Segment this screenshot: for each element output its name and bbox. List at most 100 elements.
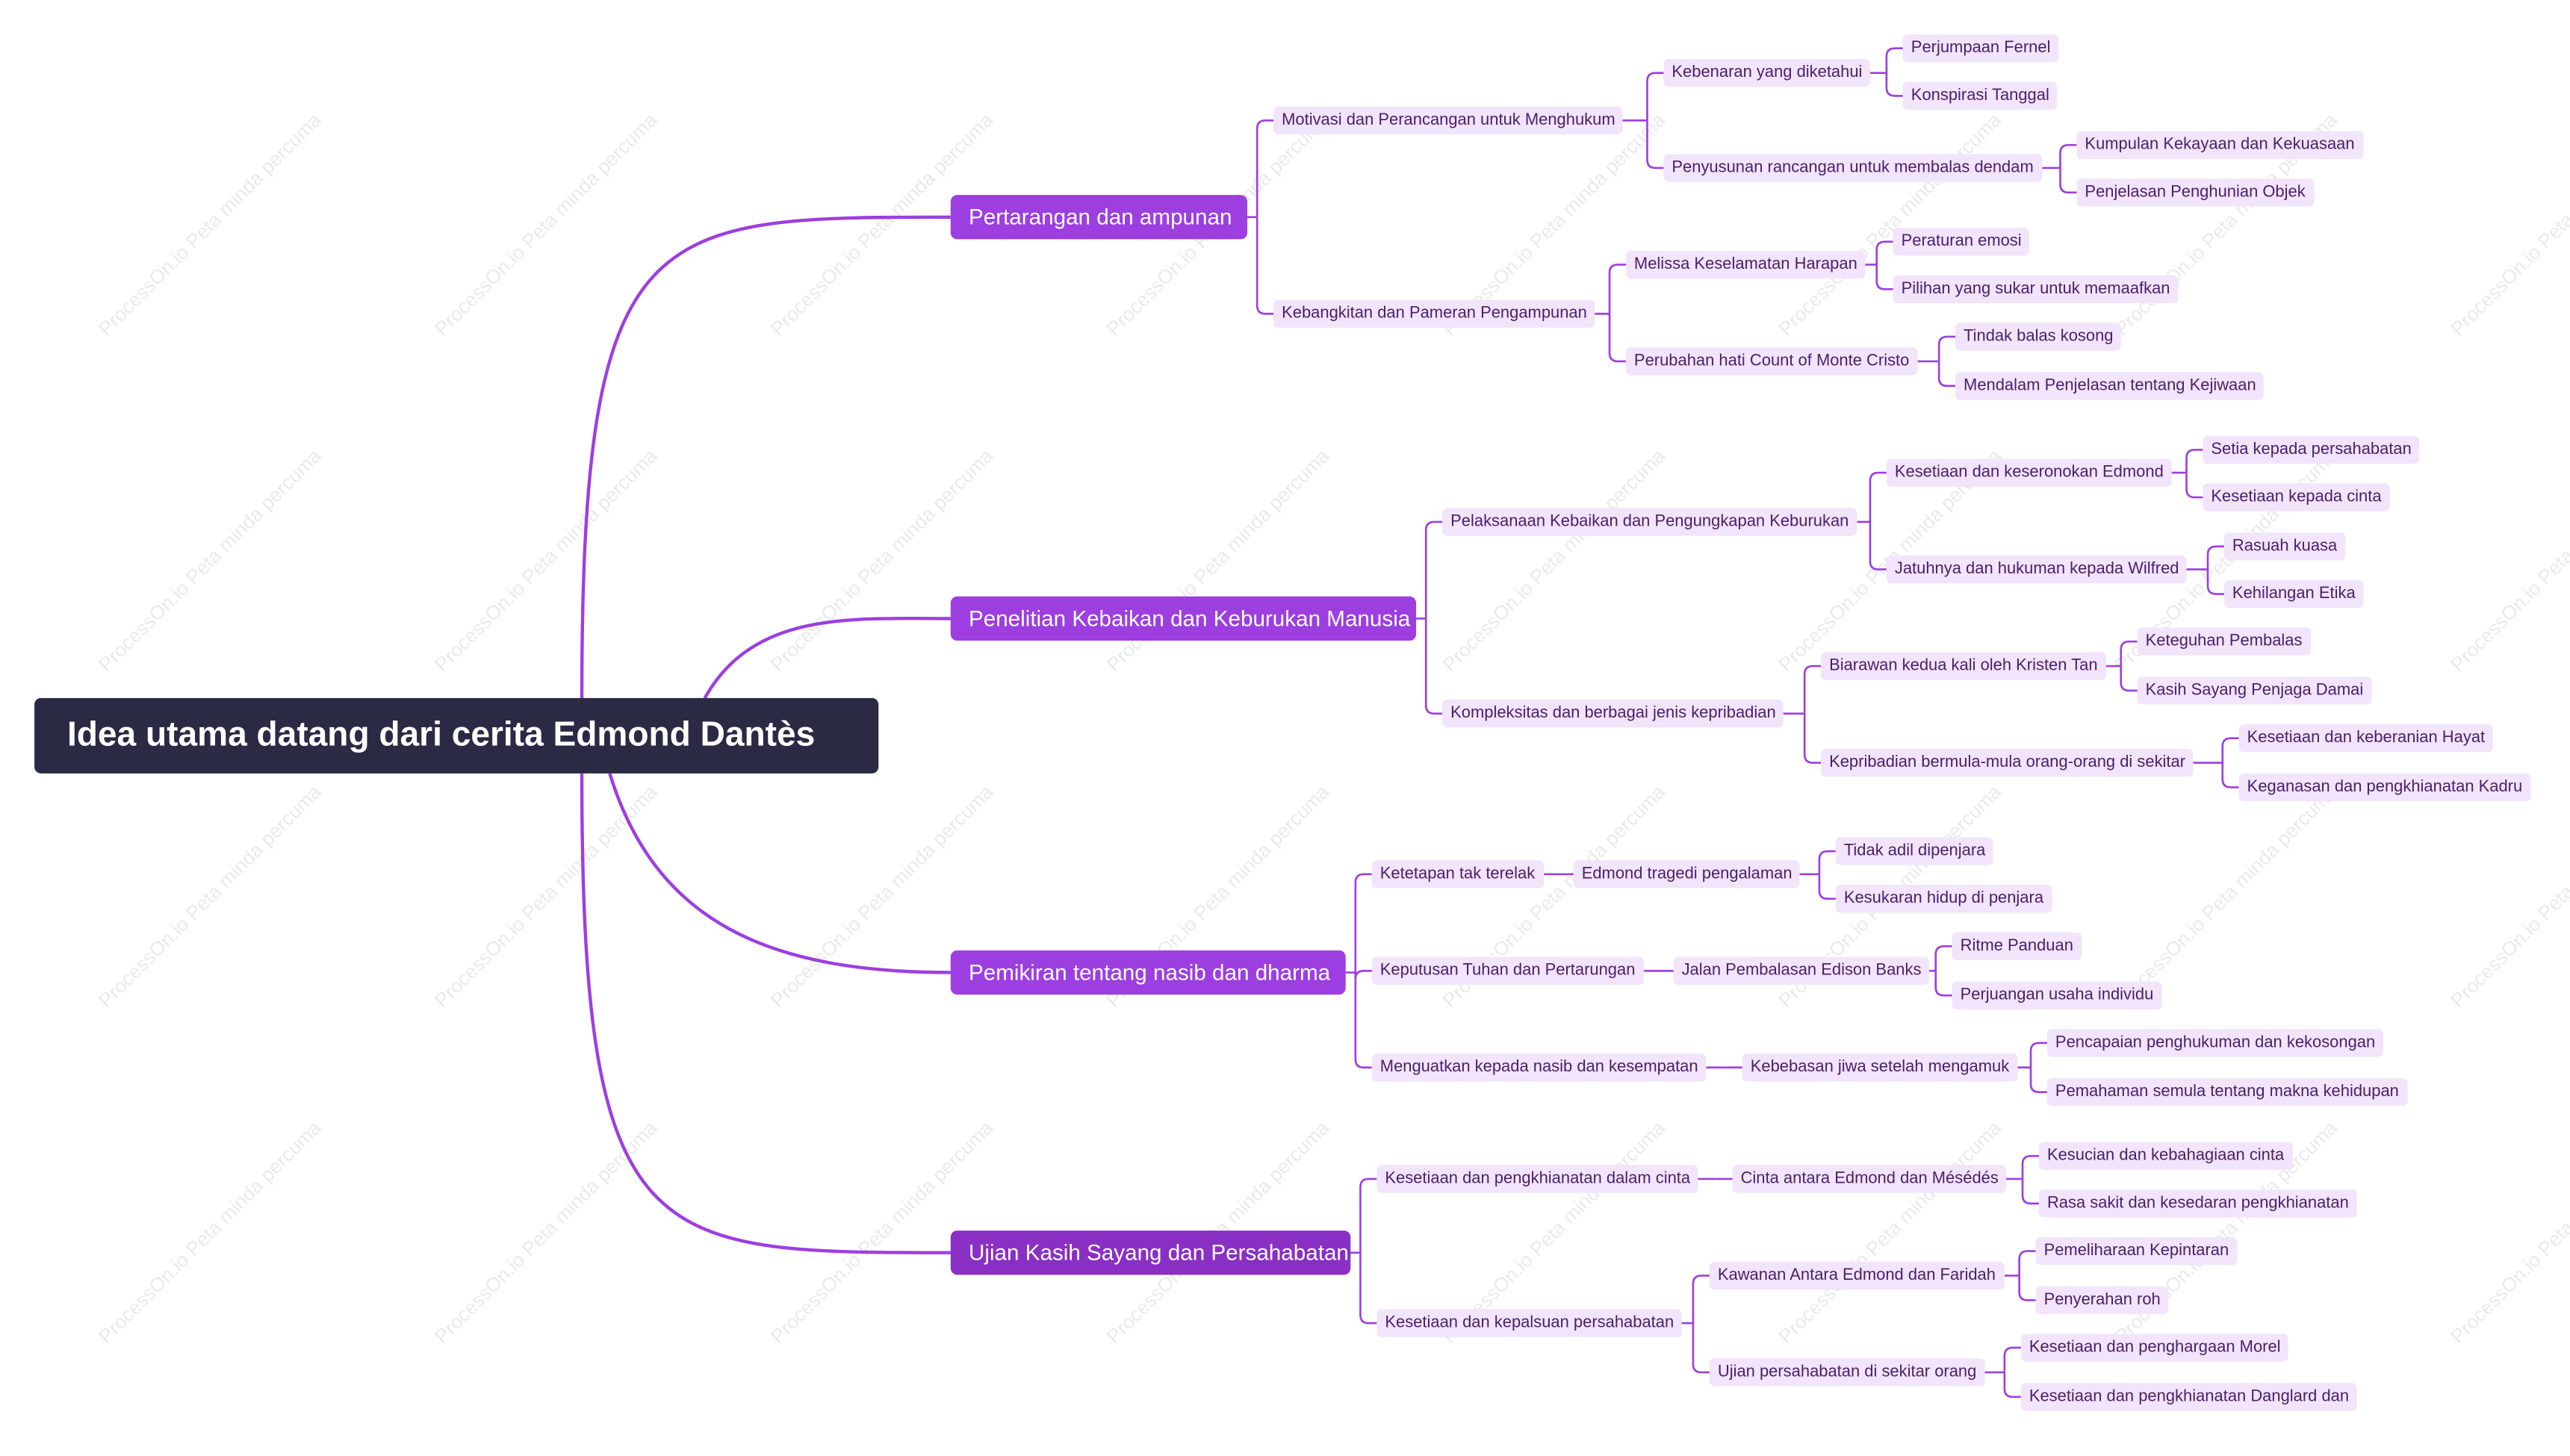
topic-pemahaman-semula[interactable]: Pemahaman semula tentang makna kehidupan (2046, 1077, 2407, 1107)
topic-kesetiaan-pengkhianatan-cinta[interactable]: Kesetiaan dan pengkhianatan dalam cinta (1376, 1165, 1699, 1193)
topic-kebenaran-yang-diketahui[interactable]: Kebenaran yang diketahui (1663, 59, 1871, 87)
topic-jatuhnya-dan-hukuman-wilfred[interactable]: Jatuhnya dan hukuman kepada Wilfred (1886, 555, 2188, 584)
topic-kesucian-kebahagiaan-cinta[interactable]: Kesucian dan kebahagiaan cinta (2038, 1142, 2293, 1170)
topic-mendalam-penjelasan-kejiwaan[interactable]: Mendalam Penjelasan tentang Kejiwaan (1955, 372, 2265, 400)
connector-branch (2021, 1178, 2039, 1205)
connector-branch (1646, 72, 1664, 121)
connector-branch (1934, 971, 1952, 997)
topic-pelaksanaan-kebaikan[interactable]: Pelaksanaan Kebaikan dan Pengungkapan Ke… (1442, 508, 1857, 536)
topic-melissa-keselamatan-harapan[interactable]: Melissa Keselamatan Harapan (1625, 250, 1866, 279)
topic-perjumpaan-fernel[interactable]: Perjumpaan Fernel (1902, 34, 2059, 63)
topic-penyusunan-rancangan[interactable]: Penyusunan rancangan untuk membalas dend… (1663, 154, 2042, 182)
topic-tindak-balas-kosong[interactable]: Tindak balas kosong (1955, 323, 2122, 351)
connector-branch (2206, 545, 2224, 570)
topic-pemeliharaan-kepintaran[interactable]: Pemeliharaan Kepintaran (2035, 1236, 2238, 1266)
connector-branch (2206, 569, 2224, 595)
topic-ketetapan-tak-terelak[interactable]: Ketetapan tak terelak (1371, 860, 1544, 889)
connector-branch (1608, 264, 1626, 314)
branch-pemikiran-nasib-dharma[interactable]: Pemikiran tentang nasib dan dharma (950, 950, 1346, 995)
connector-branch (1354, 873, 1372, 973)
connector-branch (1875, 264, 1893, 290)
connector-branch (1818, 850, 1836, 874)
branch-pertarangan-dan-ampunan[interactable]: Pertarangan dan ampunan (950, 195, 1248, 240)
connector-branch (1692, 1323, 1710, 1374)
connector-root-branch (703, 616, 951, 699)
root-topic[interactable]: Idea utama datang dari cerita Edmond Dan… (34, 697, 879, 774)
connector-branch (1424, 520, 1443, 619)
connector-root-branch (580, 773, 951, 1254)
connector-branch (2003, 1372, 2021, 1399)
connector-branch (1359, 1177, 1377, 1253)
topic-kepribadian-bermula-mula[interactable]: Kepribadian bermula-mula orang-orang di … (1821, 748, 2194, 777)
connector-branch (1646, 120, 1664, 169)
topic-penjelasan-penghunian-objek[interactable]: Penjelasan Penghunian Objek (2076, 178, 2314, 207)
topic-biarawan-kedua-kali[interactable]: Biarawan kedua kali oleh Kristen Tan (1821, 652, 2106, 680)
topic-kasih-sayang-penjaga-damai[interactable]: Kasih Sayang Penjaga Damai (2137, 676, 2372, 705)
connector-branch (1803, 665, 1822, 714)
topic-rasuah-kuasa[interactable]: Rasuah kuasa (2223, 532, 2346, 561)
topic-pilihan-yang-sukar[interactable]: Pilihan yang sukar untuk memaafkan (1893, 275, 2179, 303)
topic-rasa-sakit-kesedaran[interactable]: Rasa sakit dan kesedaran pengkhianatan (2038, 1189, 2357, 1218)
topic-ujian-persahabatan-sekitar[interactable]: Ujian persahabatan di sekitar orang (1709, 1358, 1985, 1387)
connector-branch (1937, 335, 1956, 361)
connector-branch (1818, 874, 1836, 900)
connector-branch (1869, 521, 1887, 570)
topic-tidak-adil-dipenjara[interactable]: Tidak adil dipenjara (1835, 837, 1994, 865)
topic-kesetiaan-penghargaan-morel[interactable]: Kesetiaan dan penghargaan Morel (2020, 1334, 2289, 1362)
connector-branch (2185, 473, 2203, 499)
connector-branch (2029, 1067, 2047, 1093)
branch-ujian-kasih-sayang[interactable]: Ujian Kasih Sayang dan Persahabatan (950, 1231, 1351, 1275)
topic-ritme-panduan[interactable]: Ritme Panduan (1952, 932, 2082, 960)
connector-branch (1875, 240, 1893, 265)
topic-kebangkitan-dan-pameran[interactable]: Kebangkitan dan Pameran Pengampunan (1273, 299, 1595, 328)
topic-keganasan-pengkhianatan-kadru[interactable]: Keganasan dan pengkhianatan Kadru (2238, 773, 2531, 802)
connector-branch (1692, 1275, 1710, 1324)
connector-branch (1885, 47, 1903, 73)
connector-branch (2018, 1275, 2036, 1301)
connector-branch (2021, 1154, 2039, 1179)
topic-penyerahan-roh[interactable]: Penyerahan roh (2035, 1286, 2169, 1315)
connector-branch (2018, 1250, 2036, 1276)
connector-branch (2221, 737, 2239, 763)
connector-branch (1354, 969, 1372, 980)
topic-kompleksitas-kepribadian[interactable]: Kompleksitas dan berbagai jenis kepribad… (1442, 700, 1784, 728)
topic-kesetiaan-dan-keseronokan-edmond[interactable]: Kesetiaan dan keseronokan Edmond (1886, 458, 2172, 487)
connector-branch (2003, 1346, 2021, 1372)
connector-branch (1255, 119, 1274, 217)
topic-edmond-tragedi-pengalaman[interactable]: Edmond tragedi pengalaman (1573, 860, 1801, 889)
topic-kebebasan-jiwa[interactable]: Kebebasan jiwa setelah mengamuk (1742, 1054, 2018, 1082)
topic-keputusan-tuhan[interactable]: Keputusan Tuhan dan Pertarungan (1371, 956, 1644, 985)
topic-pencapaian-penghukuman[interactable]: Pencapaian penghukuman dan kekosongan (2046, 1029, 2384, 1057)
connector-branch (2120, 640, 2138, 667)
connector-branch (1934, 945, 1952, 971)
connector-branch (1354, 972, 1372, 1069)
topic-perjuangan-usaha-individu[interactable]: Perjuangan usaha individu (1952, 981, 2162, 1009)
topic-kesetiaan-keberanian-hayat[interactable]: Kesetiaan dan keberanian Hayat (2238, 724, 2494, 753)
topic-jalan-pembalasan-edison[interactable]: Jalan Pembalasan Edison Banks (1673, 956, 1930, 985)
topic-kumpulan-kekayaan[interactable]: Kumpulan Kekayaan dan Kekuasaan (2076, 131, 2363, 159)
topic-kawanan-edmond-faridah[interactable]: Kawanan Antara Edmond dan Faridah (1709, 1261, 2004, 1290)
topic-cinta-edmond-mesedes[interactable]: Cinta antara Edmond dan Mésédés (1732, 1165, 2007, 1193)
connector-root-branch (608, 773, 951, 974)
connector-branch (1359, 1252, 1377, 1325)
branch-penelitian-kebaikan[interactable]: Penelitian Kebaikan dan Keburukan Manusi… (950, 596, 1417, 641)
topic-motivasi-dan-perancangan[interactable]: Motivasi dan Perancangan untuk Menghukum (1273, 106, 1624, 134)
topic-kesetiaan-kepada-cinta[interactable]: Kesetiaan kepada cinta (2203, 483, 2390, 511)
topic-menguatkan-nasib[interactable]: Menguatkan kepada nasib dan kesempatan (1371, 1054, 1707, 1082)
topic-kesetiaan-kepalsuan-persahabatan[interactable]: Kesetiaan dan kepalsuan persahabatan (1376, 1309, 1683, 1337)
topic-konspirasi-tanggal[interactable]: Konspirasi Tanggal (1902, 81, 2058, 111)
connector-branch (1424, 618, 1443, 715)
topic-perubahan-hati-count[interactable]: Perubahan hati Count of Monte Cristo (1625, 347, 1918, 376)
connector-branch (1608, 314, 1626, 363)
connector-branch (1255, 217, 1274, 315)
topic-kehilangan-etika[interactable]: Kehilangan Etika (2223, 579, 2364, 609)
connector-root-branch (580, 215, 951, 698)
connector-branch (1885, 72, 1903, 97)
topic-keteguhan-pembalas[interactable]: Keteguhan Pembalas (2137, 627, 2311, 656)
topic-kesetiaan-pengkhianatan-danglard[interactable]: Kesetiaan dan pengkhianatan Danglard dan (2020, 1383, 2358, 1411)
topic-kesukaran-hidup-penjara[interactable]: Kesukaran hidup di penjara (1835, 885, 2052, 913)
topic-peraturan-emosi[interactable]: Peraturan emosi (1893, 228, 2030, 256)
connector-branch (2120, 666, 2138, 692)
topic-setia-kepada-persahabatan[interactable]: Setia kepada persahabatan (2203, 435, 2420, 464)
